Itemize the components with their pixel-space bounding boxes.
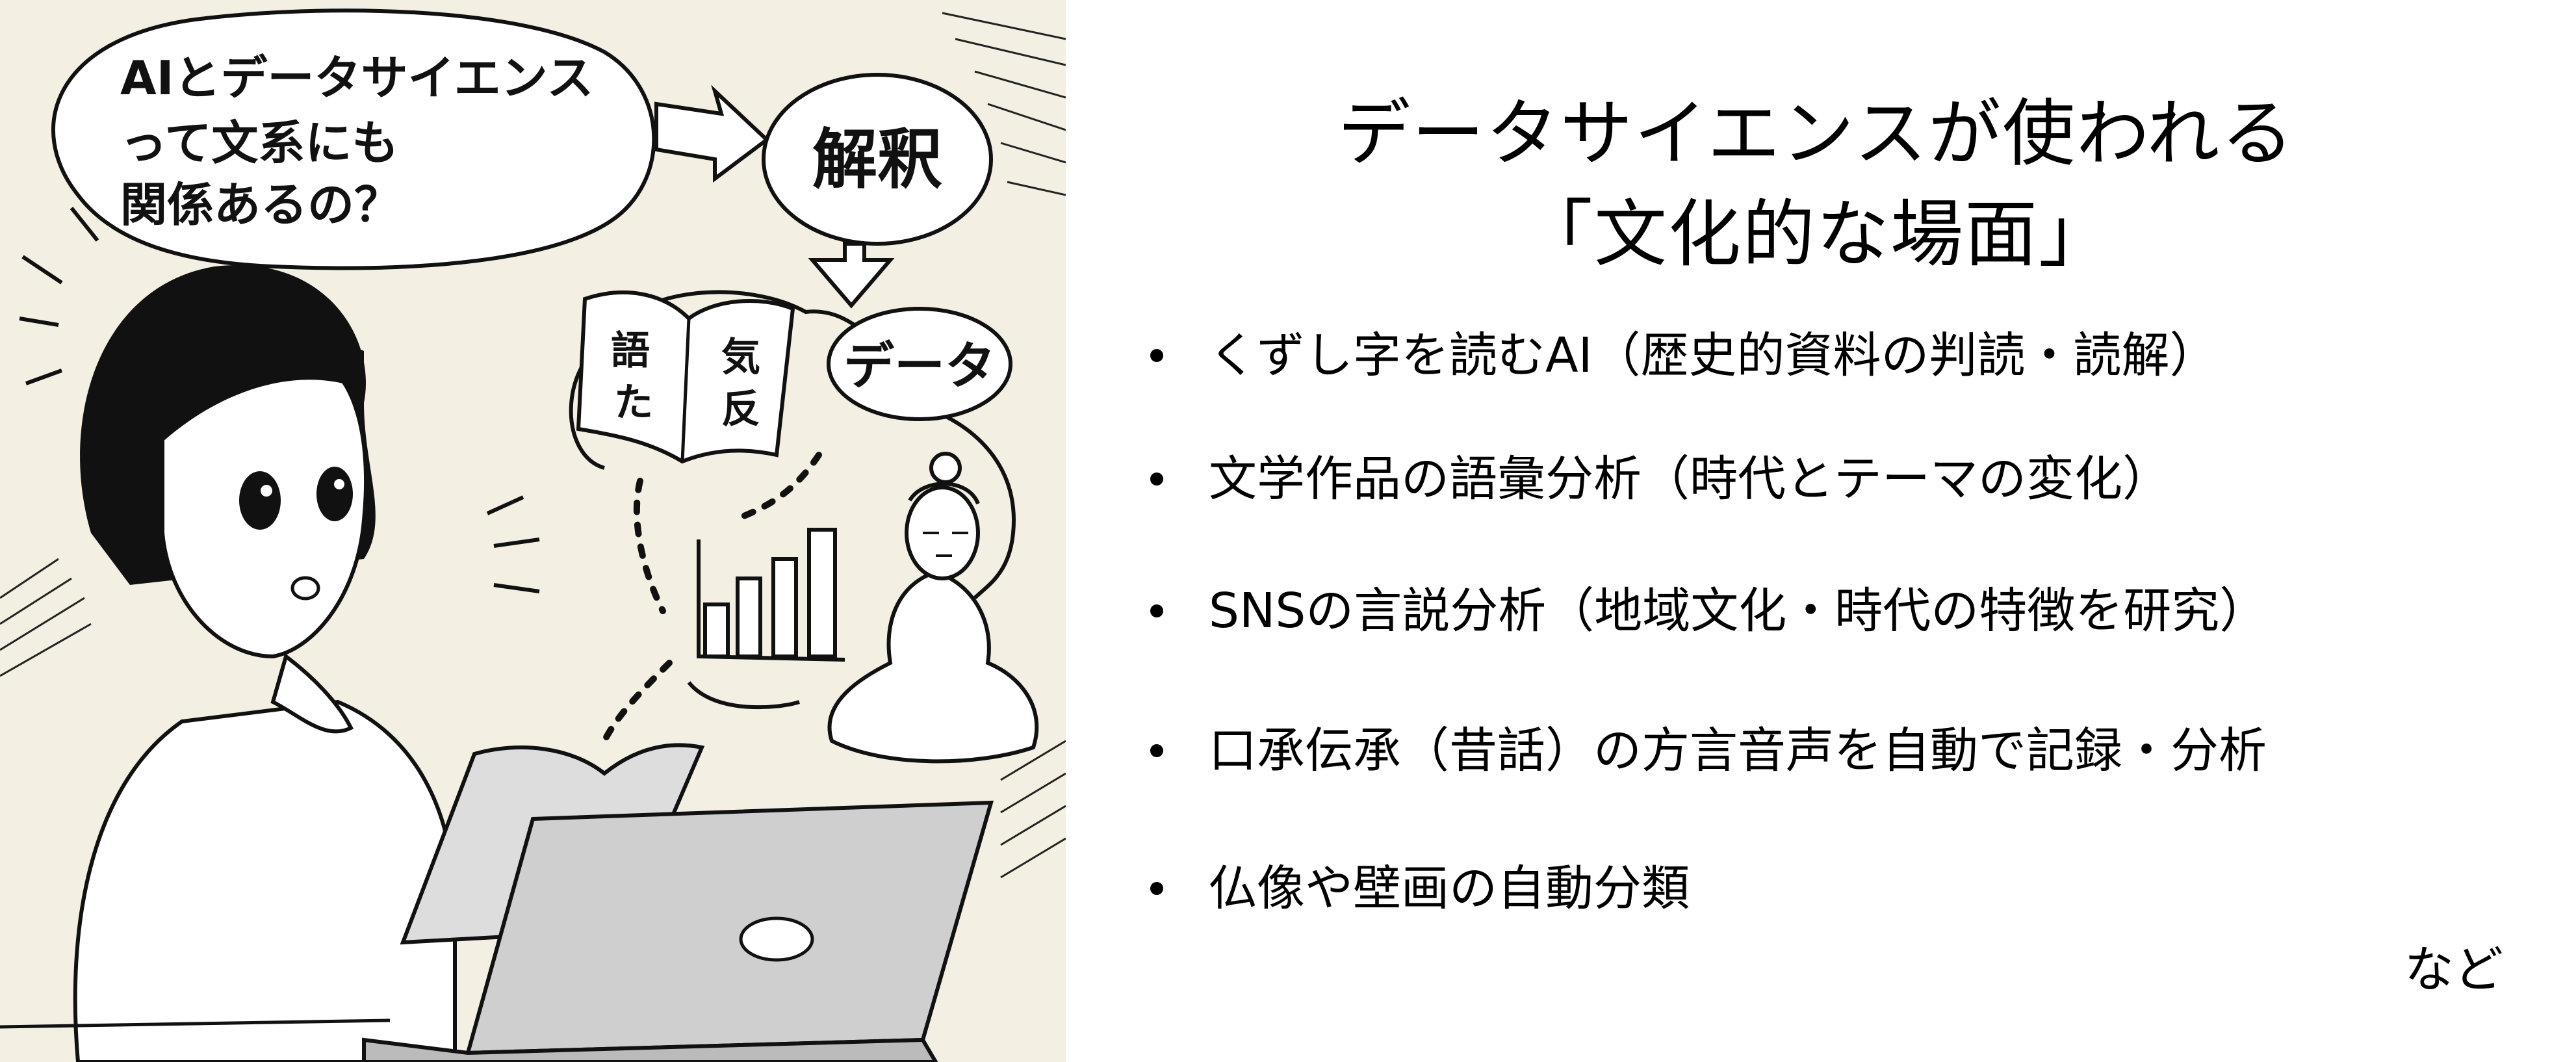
bullet-icon (1150, 473, 1163, 486)
bar-chart-icon (697, 528, 845, 662)
dotted-connector (601, 452, 822, 744)
interpretation-label: 解釈 (812, 122, 942, 198)
bubble-line-3: 関係あるの？ (120, 177, 401, 232)
bullet-icon (1150, 349, 1163, 362)
list-item: 文学作品の語彙分析（時代とテーマの変化） (1150, 455, 2170, 503)
bullet-icon (1150, 882, 1163, 895)
book-glyph: 反 (721, 387, 760, 432)
data-bubble: データ (827, 307, 1012, 421)
trailing-note: など (2404, 940, 2503, 998)
list-item: 仏像や壁画の自動分類 (1150, 864, 1690, 913)
list-item-text: くずし字を読むAI（歴史的資料の判読・読解） (1209, 328, 2218, 383)
question-speech-bubble: AIとデータサイエンス って文系にも 関係あるの？ (51, 8, 656, 270)
manga-illustration: AIとデータサイエンス って文系にも 関係あるの？ 解釈 データ 語 た 気 反 (0, 0, 1066, 1062)
woman-character (19, 207, 540, 1062)
bubble-line-1: AIとデータサイエンス (120, 51, 593, 105)
laptop-icon (362, 800, 994, 1062)
book-glyph: 気 (721, 335, 760, 380)
list-item: 口承伝承（昔話）の方言音声を自動で記録・分析 (1150, 727, 2267, 775)
list-item-text: 仏像や壁画の自動分類 (1209, 861, 1690, 916)
list-item: SNSの言説分析（地域文化・時代の特徴を研究） (1150, 587, 2267, 635)
list-item-text: SNSの言説分析（地域文化・時代の特徴を研究） (1209, 583, 2268, 639)
bullet-icon (1150, 604, 1163, 617)
book-glyph: た (614, 380, 653, 426)
bubble-line-2: って文系にも (120, 116, 398, 170)
desk-edge (0, 1018, 391, 1029)
slide-title-line-2: 「文化的な場面」 (1520, 192, 2113, 277)
arrow-down-icon (808, 242, 895, 309)
list-item-text: 文学作品の語彙分析（時代とテーマの変化） (1209, 451, 2170, 507)
book-glyph: 語 (611, 328, 650, 374)
list-item-text: 口承伝承（昔話）の方言音声を自動で記録・分析 (1209, 723, 2267, 779)
bullet-icon (1150, 744, 1163, 757)
list-item: くずし字を読むAI（歴史的資料の判読・読解） (1150, 331, 2217, 380)
classic-book-icon: 語 た 気 反 (576, 291, 795, 464)
buddha-statue-icon (827, 452, 1039, 764)
slide-title-line-1: データサイエンスが使われる (1337, 92, 2295, 176)
interpretation-bubble: 解釈 (762, 73, 993, 246)
data-label: データ (844, 337, 996, 396)
background-hatching (0, 12, 1066, 879)
arrow-right-icon (654, 84, 770, 183)
